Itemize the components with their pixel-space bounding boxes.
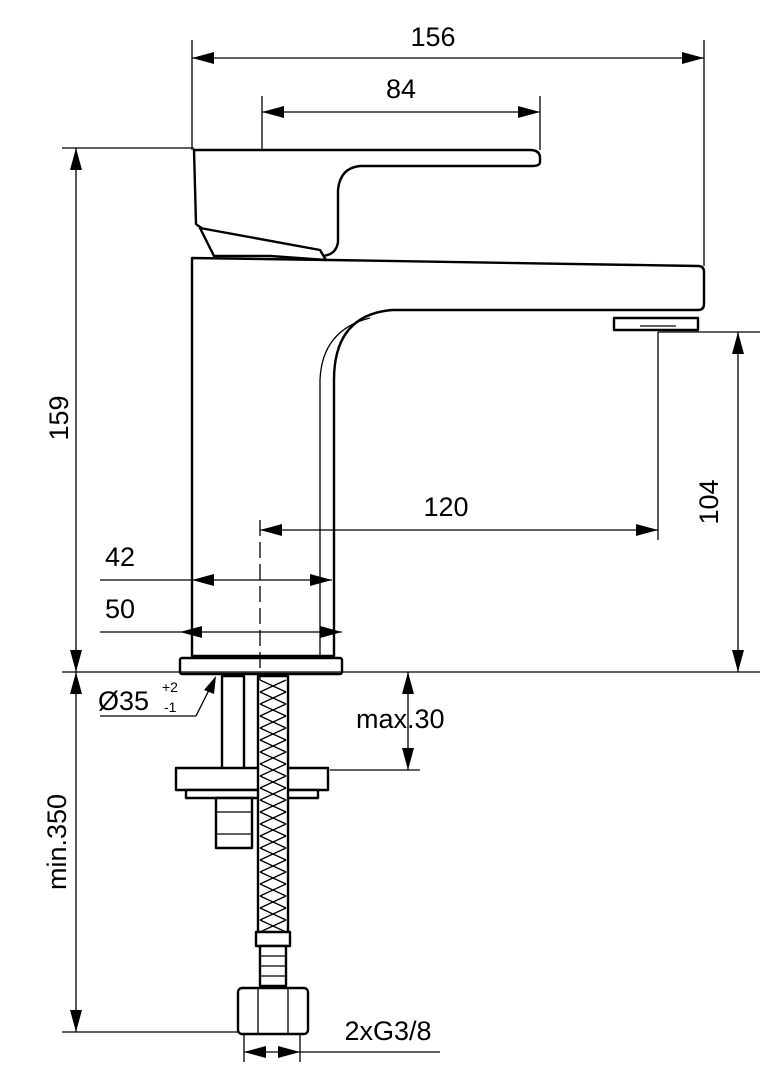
mounting-stud — [174, 674, 330, 850]
braid-segment — [259, 775, 287, 789]
arrowheads — [70, 52, 744, 1058]
braid-segment — [259, 847, 287, 861]
braid-segment — [259, 679, 287, 693]
extension-lines — [62, 40, 760, 1062]
braid-segment — [259, 811, 287, 825]
dim-spout-height: 104 — [694, 479, 724, 524]
braid-segment — [259, 799, 287, 813]
base-plate — [178, 656, 344, 676]
braid-segment — [259, 883, 287, 897]
braid-segment — [259, 823, 287, 837]
dimension-lines — [75, 57, 739, 1053]
braid-segment — [259, 919, 287, 933]
braid-segment — [259, 751, 287, 765]
braid-segment — [259, 691, 287, 705]
dim-body-width: 42 — [105, 542, 135, 572]
braid-segment — [259, 787, 287, 801]
dim-base-width: 50 — [105, 594, 135, 624]
braid-segment — [259, 703, 287, 717]
dim-connection: 2xG3/8 — [344, 1016, 431, 1046]
braid-segment — [259, 871, 287, 885]
dim-hole-tolerance-minus: -1 — [164, 699, 177, 715]
dim-spout-reach: 120 — [423, 492, 468, 522]
dim-hole-diameter: Ø35 — [98, 686, 149, 716]
braid-segment — [259, 907, 287, 921]
braid-segment — [259, 835, 287, 849]
dim-hole-tolerance-plus: +2 — [162, 679, 178, 695]
braid-segment — [259, 859, 287, 873]
braid-segment — [259, 715, 287, 729]
braid-segment — [259, 739, 287, 753]
lever-handle — [192, 148, 542, 262]
braid-segment — [259, 727, 287, 741]
dim-overall-height: 159 — [44, 395, 74, 440]
braid-segment — [259, 895, 287, 909]
dim-min-hose-length: min.350 — [42, 794, 72, 890]
dim-lever-length: 84 — [386, 74, 416, 104]
dim-max-deck-thickness: max.30 — [356, 704, 445, 734]
braided-hose — [236, 674, 310, 1036]
faucet-body — [190, 256, 706, 658]
dim-overall-width: 156 — [410, 22, 455, 52]
braid-segment — [259, 763, 287, 777]
